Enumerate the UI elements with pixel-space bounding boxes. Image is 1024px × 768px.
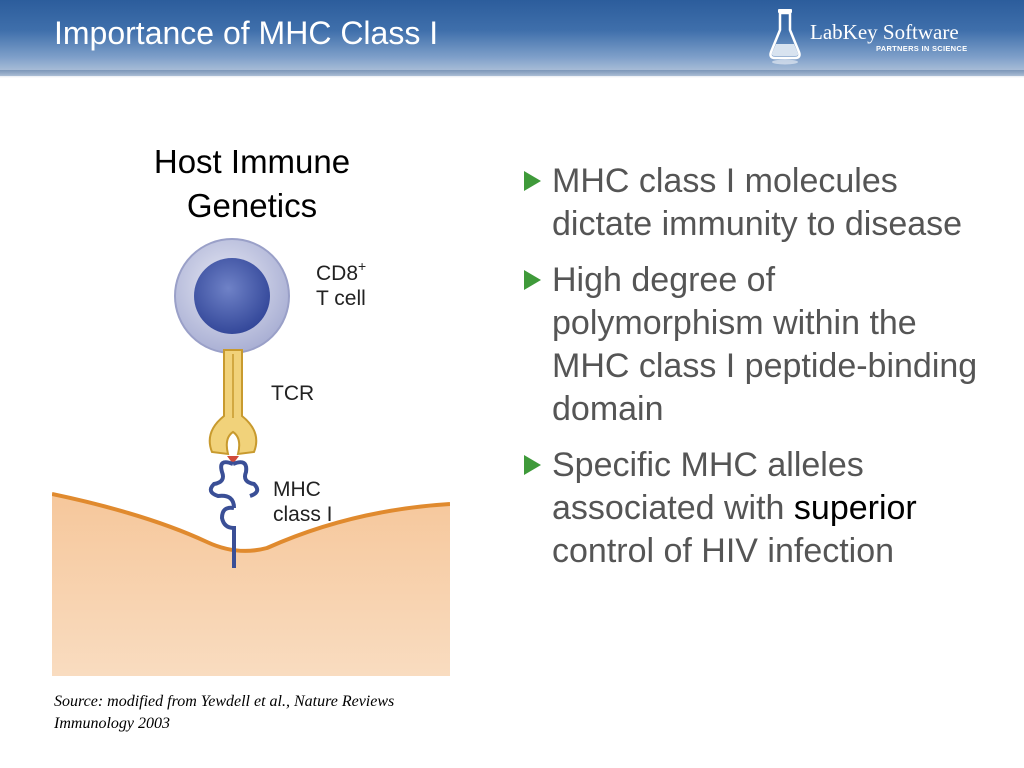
bullet-item: MHC class I molecules dictate immunity t… <box>522 160 992 246</box>
bullet-highlight: superior <box>793 489 917 527</box>
bullet-list: MHC class I molecules dictate immunity t… <box>522 160 992 586</box>
left-heading: Host Immune Genetics <box>153 143 351 224</box>
bullet-item: High degree of polymorphism within the M… <box>522 259 992 431</box>
bullet-arrow-icon <box>524 455 541 475</box>
bullet-arrow-icon <box>524 270 541 290</box>
t-cell-nucleus <box>194 258 270 334</box>
logo-name: LabKey Software <box>810 20 959 44</box>
mhc-tcell-illustration: CD8+ T cell TCR MHC class I <box>52 238 450 676</box>
host-cell-membrane <box>52 494 450 676</box>
label-mhc: MHC <box>273 478 321 501</box>
bullet-arrow-icon <box>524 171 541 191</box>
bullet-text-post: control of HIV infection <box>552 532 895 570</box>
slide-title: Importance of MHC Class I <box>54 15 439 51</box>
source-citation: Source: modified from Yewdell et al., Na… <box>54 693 395 732</box>
label-t-cell: T cell <box>316 287 366 310</box>
bullet-text: MHC class I molecules dictate immunity t… <box>552 162 963 243</box>
label-class-i: class I <box>273 503 333 526</box>
label-cd8: CD8+ <box>316 258 366 285</box>
bullet-text-pre: Specific MHC alleles associated with <box>552 446 864 527</box>
bullet-text: High degree of polymorphism within the M… <box>552 261 978 428</box>
header-shadow <box>0 70 1024 78</box>
logo-tagline: PARTNERS IN SCIENCE <box>876 44 968 53</box>
slide-header <box>0 0 1024 76</box>
bullet-item: Specific MHC alleles associated with sup… <box>522 444 992 573</box>
mhc-class-i-molecule <box>208 460 260 568</box>
flask-icon <box>769 9 801 65</box>
label-tcr: TCR <box>271 382 314 405</box>
